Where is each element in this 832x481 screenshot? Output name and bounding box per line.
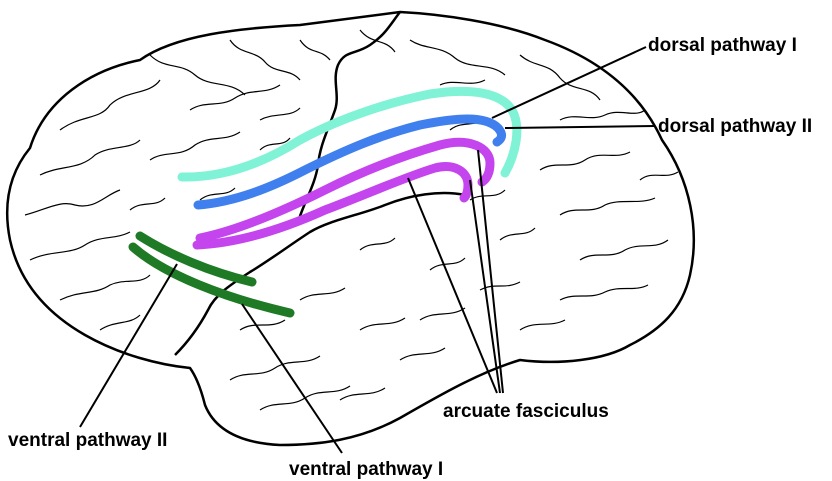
ventral-pathway-1-label: ventral pathway I — [289, 460, 443, 479]
brain-outline — [7, 12, 694, 445]
dorsal-pathway-2-label: dorsal pathway II — [658, 117, 812, 136]
ventral-pathway-2-label: ventral pathway II — [8, 431, 167, 450]
dorsal-pathway-1-label: dorsal pathway I — [648, 36, 797, 55]
arcuate-fasciculus-label: arcuate fasciculus — [443, 402, 609, 421]
